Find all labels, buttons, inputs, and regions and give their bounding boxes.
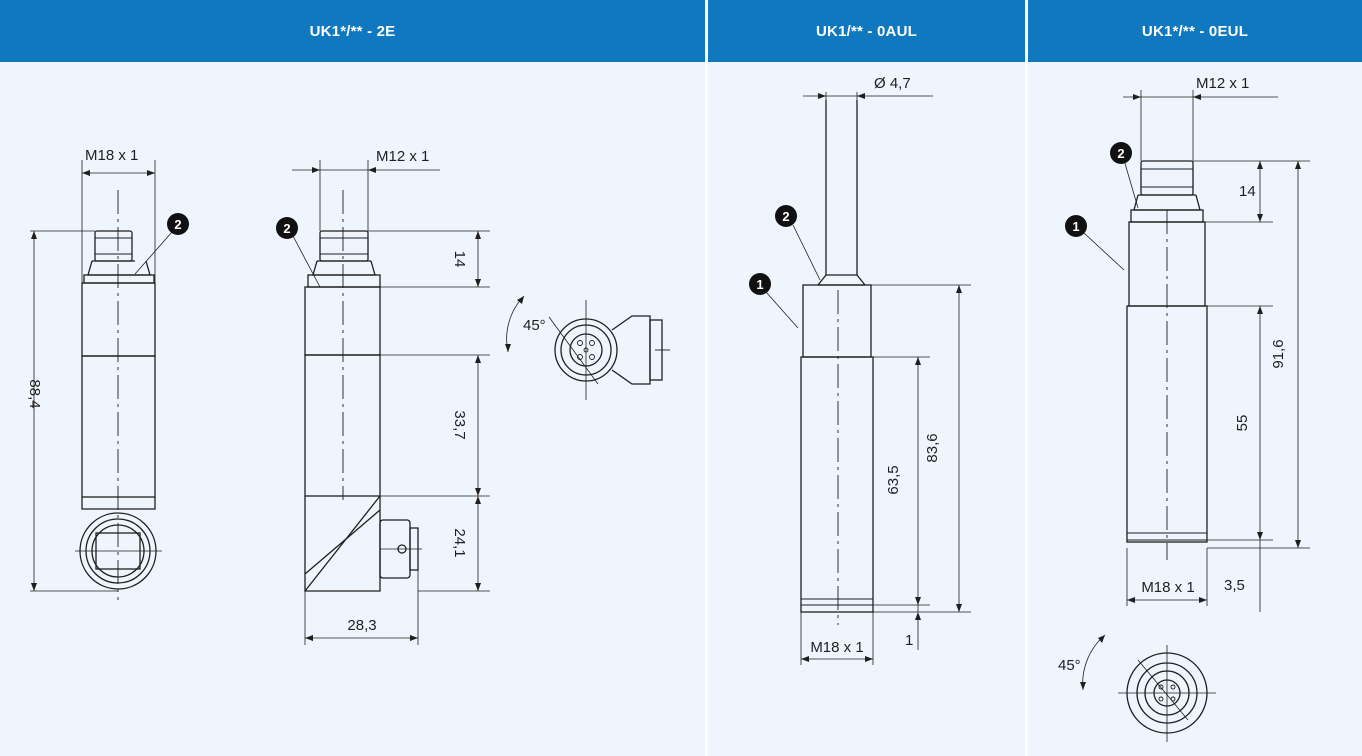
dim-thread-top: M12 x 1 — [1123, 75, 1278, 161]
dim-head-width: 28,3 — [304, 570, 419, 645]
dim-thread-right: M12 x 1 — [292, 148, 440, 231]
panel-uk1-0eul: UK1*/** - 0EUL M12 x 1 14 — [1028, 0, 1362, 756]
svg-text:2: 2 — [1117, 146, 1124, 161]
panel-header: UK1*/** - 2E — [0, 0, 705, 62]
panel-header: UK1/** - 0AUL — [708, 0, 1025, 62]
dim-thread-left: M18 x 1 — [81, 147, 156, 283]
sensor-side-view — [304, 190, 422, 592]
drawing-uk1-0eul: M12 x 1 14 91,6 55 M18 x 1 — [1058, 75, 1310, 742]
marker-2-side: 2 — [276, 217, 321, 288]
sensor-front-view — [75, 190, 162, 600]
dim-thread: M18 x 1 — [800, 612, 874, 665]
svg-text:28,3: 28,3 — [347, 617, 376, 634]
svg-text:M18 x 1: M18 x 1 — [1141, 579, 1194, 596]
svg-text:2: 2 — [174, 217, 181, 232]
dim-conn-len: 14 — [1193, 160, 1310, 223]
label-thread-left: M18 x 1 — [85, 147, 138, 164]
dim-thread-len: 55 — [1207, 305, 1273, 541]
dim-total-len: 91,6 — [1207, 161, 1310, 549]
svg-text:M12 x 1: M12 x 1 — [1196, 75, 1249, 92]
svg-text:45°: 45° — [523, 317, 546, 334]
sensor-connector-view — [1126, 160, 1208, 560]
svg-text:Ø 4,7: Ø 4,7 — [874, 75, 911, 92]
marker-1-cable: 1 — [749, 273, 799, 329]
marker-1-connector: 1 — [1065, 215, 1125, 271]
svg-text:1: 1 — [756, 277, 763, 292]
label-thread-right: M12 x 1 — [376, 148, 429, 165]
sensor-cable-view — [800, 100, 874, 625]
marker-2-cable: 2 — [775, 205, 821, 281]
svg-text:M18 x 1: M18 x 1 — [810, 639, 863, 656]
marker-2-connector: 2 — [1110, 142, 1139, 209]
dim-thread-len: 63,5 — [873, 356, 930, 606]
svg-text:2: 2 — [782, 209, 789, 224]
svg-text:1: 1 — [1072, 219, 1079, 234]
panel-uk1-0aul: UK1/** - 0AUL Ø 4,7 83,6 — [708, 0, 1025, 756]
svg-text:2: 2 — [283, 221, 290, 236]
svg-text:14: 14 — [1239, 183, 1256, 200]
drawing-uk1-0aul: Ø 4,7 83,6 63,5 1 M18 x 1 — [749, 75, 971, 665]
svg-text:63,5: 63,5 — [885, 465, 902, 494]
dim-length: 88,4 — [26, 230, 118, 592]
panel-uk1-2e: UK1*/** - 2E M18 x 1 — [0, 0, 705, 756]
svg-text:14: 14 — [451, 251, 468, 268]
svg-text:33,7: 33,7 — [451, 410, 468, 439]
marker-2-front: 2 — [134, 213, 189, 275]
drawing-uk1-2e: M18 x 1 88,4 2 — [26, 147, 670, 645]
panel-header: UK1*/** - 0EUL — [1028, 0, 1362, 62]
connector-end-view: 45° — [1058, 634, 1216, 742]
dim-conn-len: 14 — [368, 230, 490, 288]
label-length: 88,4 — [26, 379, 43, 408]
dim-head-len: 24,1 — [418, 496, 490, 592]
dim-end-len: 1 — [905, 605, 921, 650]
svg-text:45°: 45° — [1058, 657, 1081, 674]
dim-mid-len: 33,7 — [380, 354, 490, 497]
svg-text:1: 1 — [905, 632, 913, 649]
svg-text:24,1: 24,1 — [451, 528, 468, 557]
dim-thread: M18 x 1 — [1126, 548, 1208, 606]
svg-text:55: 55 — [1234, 415, 1251, 432]
connector-end-view: 45° — [505, 295, 670, 400]
svg-text:83,6: 83,6 — [924, 433, 941, 462]
dim-end-len: 3,5 — [1224, 540, 1261, 612]
dim-length-total: 83,6 — [871, 284, 971, 613]
svg-text:91,6: 91,6 — [1270, 339, 1287, 368]
svg-text:3,5: 3,5 — [1224, 577, 1245, 594]
dim-cable-dia: Ø 4,7 — [803, 75, 933, 100]
